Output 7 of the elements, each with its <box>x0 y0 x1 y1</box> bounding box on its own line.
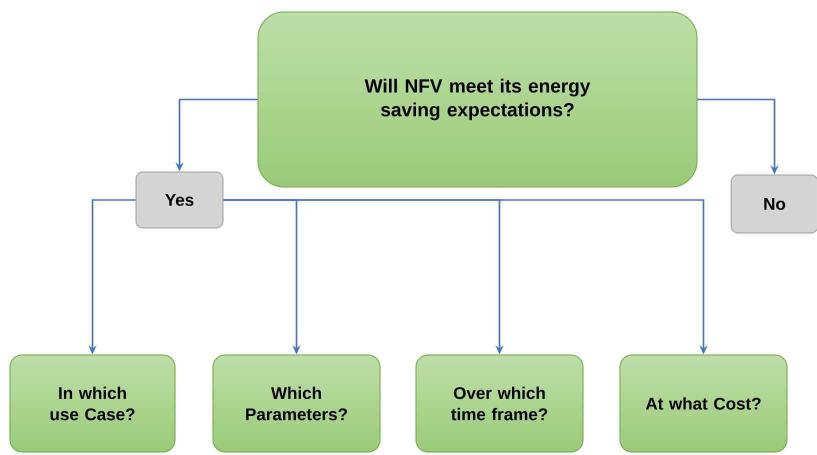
question-box: Over which time frame? <box>416 354 584 452</box>
answer-box: No <box>730 174 817 234</box>
question-box: Which Parameters? <box>212 354 380 452</box>
main-question-box: Will NFV meet its energy saving expectations? <box>258 12 698 188</box>
answer-box: Yes <box>136 172 224 228</box>
question-box: At what Cost? <box>620 354 788 452</box>
question-box: In which use Case? <box>10 354 176 452</box>
